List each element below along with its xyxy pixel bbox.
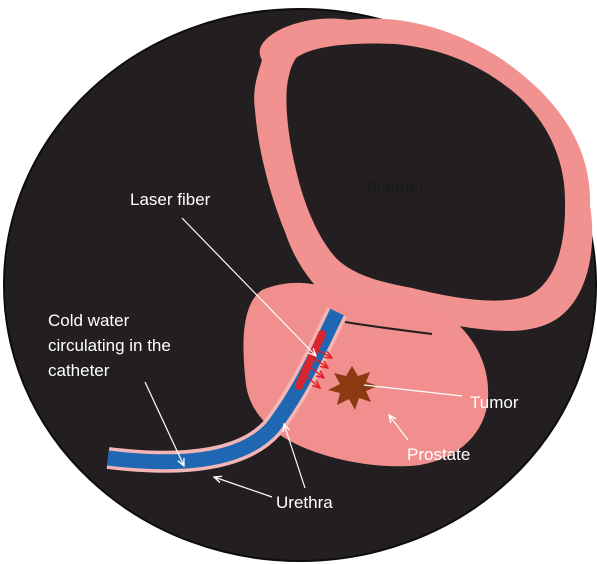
label-urethra: Urethra xyxy=(276,493,333,512)
label-tumor: Tumor xyxy=(470,393,519,412)
label-cold-water-line3: catheter xyxy=(48,361,110,380)
label-cold-water-line2: circulating in the xyxy=(48,336,171,355)
label-prostate: Prostate xyxy=(407,445,470,464)
label-laser-fiber: Laser fiber xyxy=(130,190,211,209)
label-cold-water-line1: Cold water xyxy=(48,311,130,330)
label-bladder: Bladder xyxy=(366,178,425,197)
